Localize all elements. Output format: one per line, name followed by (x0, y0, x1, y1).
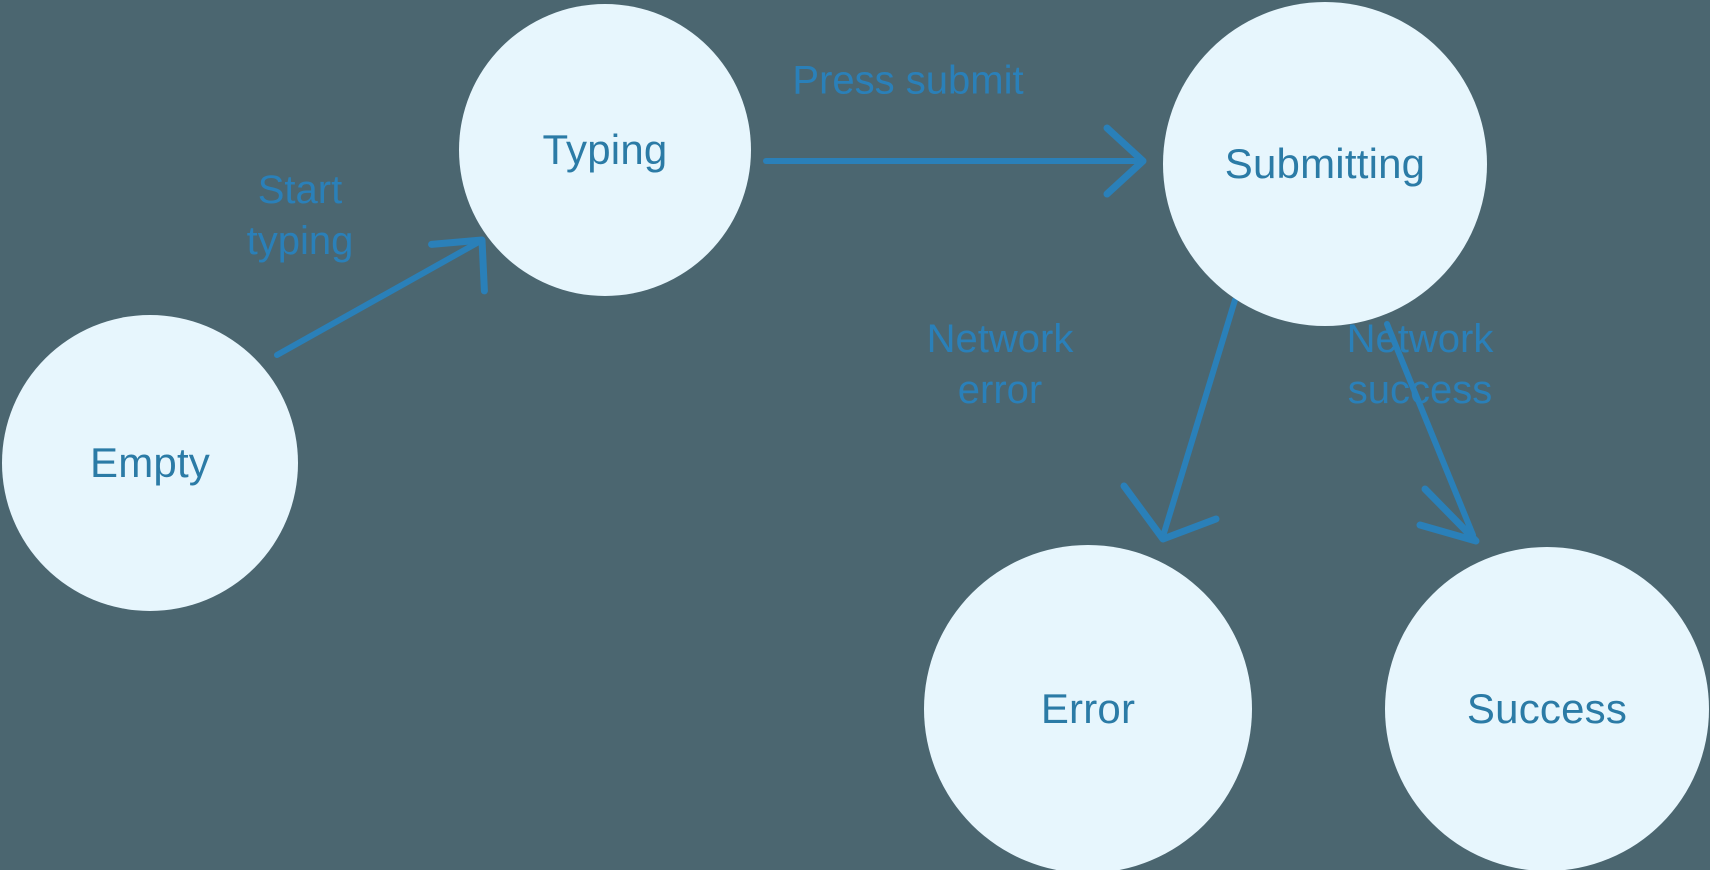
edge-start-typing (274, 236, 488, 358)
edge-press-submit (763, 124, 1147, 198)
state-node-submitting[interactable]: Submitting (1163, 2, 1487, 326)
arrowhead-network-error (1120, 482, 1220, 543)
state-node-typing[interactable]: Typing (459, 4, 751, 296)
state-node-success[interactable]: Success (1385, 547, 1709, 870)
state-label-empty: Empty (89, 438, 211, 486)
arrowhead-press-submit (1103, 124, 1147, 198)
edge-network-success (1384, 321, 1480, 545)
state-label-error: Error (1040, 684, 1136, 732)
state-label-success: Success (1466, 684, 1628, 732)
state-node-error[interactable]: Error (924, 545, 1252, 870)
arrowhead-network-success (1416, 485, 1480, 545)
edge-line-network-success (1384, 321, 1476, 538)
edge-network-error (1120, 297, 1238, 543)
state-label-submitting: Submitting (1224, 139, 1426, 187)
arrowhead-start-typing (428, 236, 488, 295)
state-label-typing: Typing (542, 125, 668, 173)
state-node-empty[interactable]: Empty (2, 315, 298, 611)
edge-line-network-error (1161, 297, 1238, 536)
edge-line-start-typing (274, 240, 480, 358)
